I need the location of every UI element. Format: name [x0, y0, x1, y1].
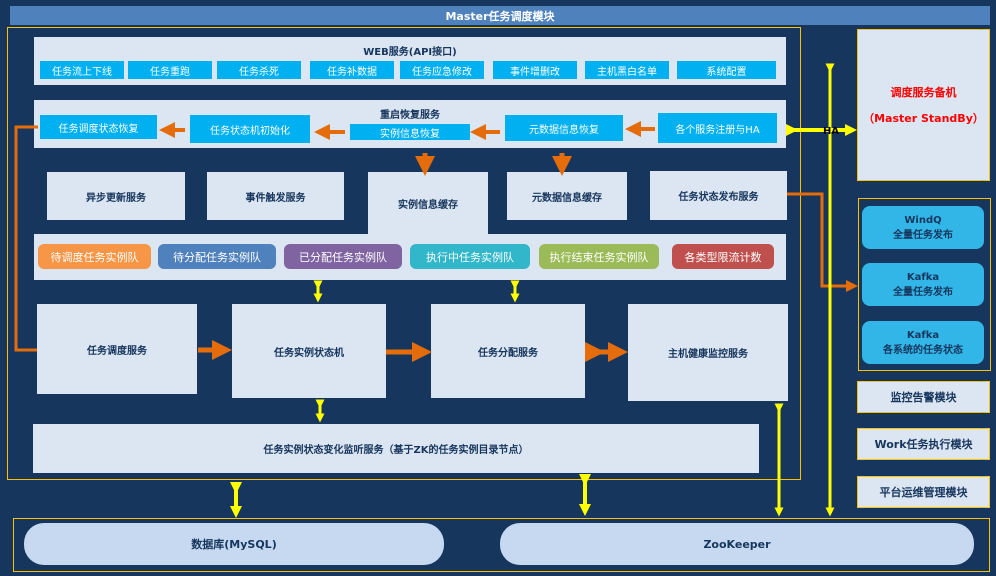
mq-kafka-status-name: Kafka	[906, 329, 940, 341]
mq-kafka-status-desc: 各系统的任务状态	[883, 344, 963, 356]
arrow-publish-to-kafka	[787, 192, 858, 292]
restart-step-meta-recovery: 元数据信息恢复	[505, 115, 623, 141]
web-button-event-crud[interactable]: 事件增删改	[493, 61, 577, 79]
web-button-rerun[interactable]: 任务重跑	[128, 61, 212, 79]
queue-rate-limit: 各类型限流计数	[672, 244, 774, 269]
mq-kafka-full-name: Kafka	[906, 271, 940, 283]
master-module-border	[7, 27, 801, 480]
web-service-title: WEB服务(API接口)	[363, 47, 457, 58]
queue-dispatched: 已分配任务实例队	[284, 244, 402, 269]
instance-state-listener-service: 任务实例状态变化监听服务（基于ZK的任务实例目录节点）	[33, 424, 759, 473]
task-schedule-service: 任务调度服务	[37, 304, 197, 394]
ops-management-module: 平台运维管理模块	[857, 476, 990, 508]
restart-step-schedule-state: 任务调度状态恢复	[40, 115, 157, 139]
master-standby-box: 调度服务备机 （Master StandBy）	[857, 29, 990, 181]
mq-kafka-full: Kafka 全量任务发布	[862, 263, 984, 306]
zookeeper: ZooKeeper	[500, 523, 974, 565]
queue-pending-schedule: 待调度任务实例队	[38, 244, 151, 269]
work-executor-module: Work任务执行模块	[857, 428, 990, 460]
web-button-kill[interactable]: 任务杀死	[217, 61, 301, 79]
monitor-alert-module: 监控告警模块	[857, 381, 990, 413]
host-health-monitor-service: 主机健康监控服务	[628, 304, 788, 401]
instance-info-cache: 实例信息缓存	[368, 172, 488, 234]
task-instance-state-machine: 任务实例状态机	[232, 304, 386, 398]
ha-label: HA	[823, 126, 839, 137]
arrow-recovery-to-schedule	[14, 125, 38, 352]
queue-running: 执行中任务实例队	[410, 244, 530, 269]
event-trigger-service: 事件触发服务	[207, 172, 344, 220]
storage-border	[13, 518, 990, 572]
page-title: Master任务调度模块	[10, 6, 990, 25]
web-button-backfill[interactable]: 任务补数据	[310, 61, 394, 79]
queue-pending-dispatch: 待分配任务实例队	[158, 244, 276, 269]
mq-windq-name: WindQ	[904, 214, 942, 226]
async-update-service: 异步更新服务	[47, 172, 185, 220]
metadata-cache: 元数据信息缓存	[507, 172, 627, 220]
web-button-emergency-edit[interactable]: 任务应急修改	[400, 61, 484, 79]
mysql-database: 数据库(MySQL)	[24, 523, 444, 565]
mq-windq: WindQ 全量任务发布	[862, 206, 984, 249]
task-dispatch-service: 任务分配服务	[431, 304, 585, 398]
queue-finished: 执行结束任务实例队	[539, 244, 659, 269]
web-button-host-list[interactable]: 主机黑白名单	[585, 61, 669, 79]
mq-windq-desc: 全量任务发布	[893, 229, 953, 241]
mq-kafka-status: Kafka 各系统的任务状态	[862, 321, 984, 364]
standby-subtitle: （Master StandBy）	[863, 112, 984, 125]
mq-group	[858, 198, 991, 371]
mq-kafka-full-desc: 全量任务发布	[893, 286, 953, 298]
restart-step-register-ha: 各个服务注册与HA	[658, 113, 777, 143]
web-button-config[interactable]: 系统配置	[677, 61, 776, 79]
standby-title: 调度服务备机	[890, 86, 957, 99]
restart-step-state-machine-init: 任务状态机初始化	[190, 115, 310, 143]
task-status-publish-service: 任务状态发布服务	[650, 171, 787, 220]
web-button-online-offline[interactable]: 任务流上下线	[40, 61, 124, 79]
restart-title: 重启恢复服务	[380, 110, 440, 121]
restart-instance-recovery: 实例信息恢复	[350, 124, 470, 140]
